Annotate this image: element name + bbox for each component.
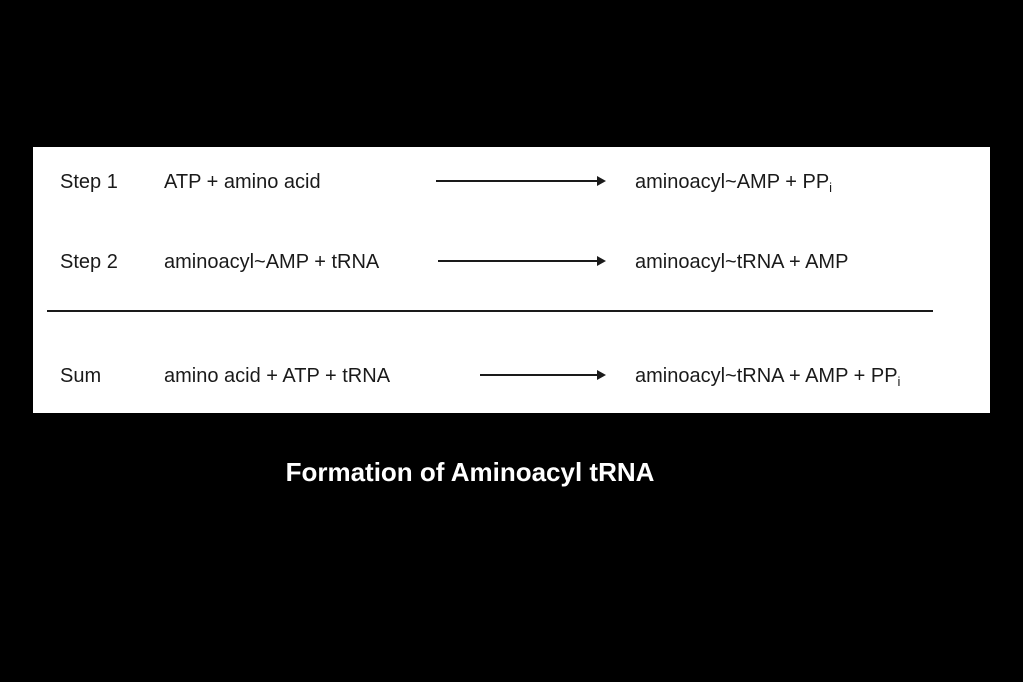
products-main: aminoacyl~AMP + PP bbox=[635, 171, 830, 193]
figure-caption: Formation of Aminoacyl tRNA bbox=[285, 457, 655, 487]
reaction-arrow-icon bbox=[438, 256, 606, 266]
step-label: Step 1 bbox=[60, 171, 118, 193]
products-text: aminoacyl~tRNA + AMP + PPi bbox=[635, 361, 900, 397]
reaction-arrow-icon bbox=[436, 176, 606, 186]
sum-divider bbox=[47, 310, 933, 312]
products-subscript: i bbox=[897, 374, 901, 389]
products-main: aminoacyl~tRNA + AMP + PP bbox=[635, 365, 898, 387]
reaction-row-step-2: Step 2 aminoacyl~AMP + tRNA aminoacyl~tR… bbox=[33, 247, 990, 277]
reaction-arrow-icon bbox=[480, 370, 606, 380]
reaction-row-step-1: Step 1 ATP + amino acid aminoacyl~AMP + … bbox=[33, 167, 990, 197]
products-text: aminoacyl~AMP + PPi bbox=[635, 167, 832, 203]
reactants-text: aminoacyl~AMP + tRNA bbox=[164, 251, 380, 273]
step-label: Step 2 bbox=[60, 251, 118, 273]
products-main: aminoacyl~tRNA + AMP bbox=[635, 251, 849, 273]
products-subscript: i bbox=[829, 180, 833, 195]
step-label: Sum bbox=[60, 365, 102, 387]
reactants-text: ATP + amino acid bbox=[164, 171, 321, 193]
products-text: aminoacyl~tRNA + AMP bbox=[635, 247, 848, 283]
reactants-text: amino acid + ATP + tRNA bbox=[164, 365, 391, 387]
reaction-row-sum: Sum amino acid + ATP + tRNA aminoacyl~tR… bbox=[33, 361, 990, 391]
reaction-panel: Step 1 ATP + amino acid aminoacyl~AMP + … bbox=[33, 147, 990, 413]
